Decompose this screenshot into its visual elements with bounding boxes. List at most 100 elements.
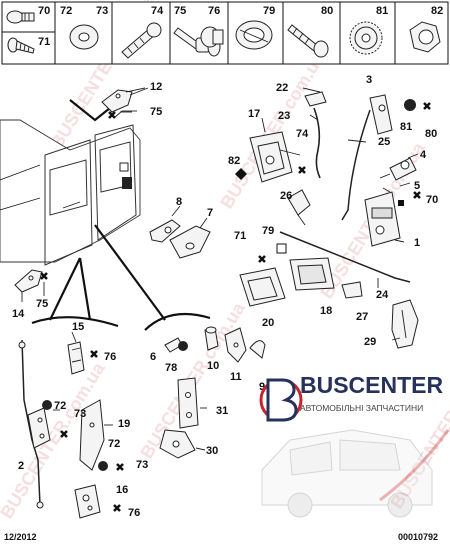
part-1-lock bbox=[364, 187, 401, 247]
part-27 bbox=[341, 281, 363, 299]
part-label: 75 bbox=[150, 106, 162, 118]
grommet-icon bbox=[235, 20, 273, 50]
part-label: 30 bbox=[206, 445, 218, 457]
part-label: 19 bbox=[118, 418, 130, 430]
part-19 bbox=[79, 399, 105, 471]
watermark-text: BUSCENTER.com.ua bbox=[216, 48, 329, 212]
part-label: 9 bbox=[259, 381, 265, 393]
part-11 bbox=[224, 327, 247, 363]
part-16 bbox=[74, 484, 101, 519]
part-label: 76 bbox=[128, 507, 140, 519]
part-labels: 12 75 14 75 8 7 15 76 6 78 10 11 9 72 73… bbox=[12, 74, 438, 519]
callout-arc bbox=[31, 316, 119, 328]
part-label: 3 bbox=[366, 74, 372, 86]
part-label: 15 bbox=[72, 321, 84, 333]
nut-icon bbox=[409, 21, 441, 53]
part-8 bbox=[149, 219, 181, 243]
part-label: 18 bbox=[320, 305, 332, 317]
part-label: 25 bbox=[378, 136, 390, 148]
screw-icon bbox=[7, 37, 35, 54]
lock-washer-icon bbox=[349, 21, 383, 55]
part-label: 72 bbox=[108, 438, 120, 450]
part-label: 1 bbox=[414, 237, 420, 249]
part-label: 76 bbox=[104, 351, 116, 363]
part-label: 73 bbox=[136, 459, 148, 471]
header-number: 71 bbox=[38, 36, 50, 48]
part-10 bbox=[204, 326, 219, 351]
leader-lines bbox=[43, 87, 419, 451]
header-number: 79 bbox=[263, 5, 275, 17]
part-label: 8 bbox=[176, 196, 182, 208]
part-label: 10 bbox=[207, 360, 219, 372]
part-label: 73 bbox=[74, 408, 86, 420]
part-label: 82 bbox=[228, 155, 240, 167]
part-24-rod bbox=[279, 231, 411, 283]
part-23 bbox=[313, 107, 321, 179]
part-label: 6 bbox=[150, 351, 156, 363]
part-7 bbox=[169, 225, 211, 259]
part-label: 71 bbox=[234, 230, 246, 242]
part-label: 12 bbox=[150, 81, 162, 93]
part-17 bbox=[249, 131, 301, 183]
part-label: 16 bbox=[116, 484, 128, 496]
part-label: 2 bbox=[18, 460, 24, 472]
part-9 bbox=[249, 340, 266, 359]
part-12 bbox=[101, 87, 149, 113]
part-label: 78 bbox=[165, 362, 177, 374]
header-number: 70 bbox=[38, 5, 50, 17]
footer-code: 00010792 bbox=[398, 532, 438, 542]
header-number: 75 bbox=[174, 5, 186, 17]
part-31 bbox=[177, 377, 199, 429]
part-30 bbox=[159, 429, 196, 459]
part-22 bbox=[304, 91, 327, 107]
part-label: 29 bbox=[364, 336, 376, 348]
part-29 bbox=[391, 299, 419, 349]
header-number: 82 bbox=[431, 5, 443, 17]
part-label: 79 bbox=[262, 225, 274, 237]
part-label: 81 bbox=[400, 121, 412, 133]
hardware-header: 70 71 72 73 74 75 76 79 80 81 82 bbox=[1, 1, 449, 65]
part-label: 5 bbox=[414, 180, 420, 192]
header-number: 80 bbox=[321, 5, 333, 17]
part-20 bbox=[239, 267, 286, 307]
part-label: 26 bbox=[280, 190, 292, 202]
part-3 bbox=[369, 94, 416, 135]
header-number: 72 bbox=[60, 5, 72, 17]
part-label: 4 bbox=[420, 149, 427, 161]
part-6 bbox=[164, 337, 188, 353]
part-label: 14 bbox=[12, 308, 25, 320]
brand-subtitle: АВТОМОБІЛЬНІ ЗАПЧАСТИНИ bbox=[300, 403, 423, 413]
part-label: 80 bbox=[425, 128, 437, 140]
part-label: 24 bbox=[376, 289, 389, 301]
part-18 bbox=[289, 257, 335, 291]
part-25-rod bbox=[341, 109, 371, 221]
part-label: 75 bbox=[36, 298, 48, 310]
part-26 bbox=[287, 189, 311, 226]
header-number: 73 bbox=[96, 5, 108, 17]
part-15 bbox=[67, 341, 85, 375]
brand-logo: BUSCENTER АВТОМОБІЛЬНІ ЗАПЧАСТИНИ bbox=[259, 372, 444, 422]
part-label: 20 bbox=[262, 317, 274, 329]
washer-icon bbox=[69, 24, 99, 50]
part-label: 22 bbox=[276, 82, 288, 94]
footer-date: 12/2012 bbox=[4, 532, 37, 542]
header-number: 81 bbox=[376, 5, 388, 17]
countersunk-screw-icon bbox=[287, 24, 329, 58]
part-label: 11 bbox=[230, 371, 242, 383]
part-label: 72 bbox=[54, 400, 66, 412]
brand-name: BUSCENTER bbox=[300, 372, 444, 398]
part-label: 74 bbox=[296, 128, 309, 140]
part-14 bbox=[14, 269, 43, 302]
van-silhouette bbox=[261, 429, 450, 518]
callout-arc bbox=[144, 312, 211, 331]
fastener-markers bbox=[40, 102, 431, 512]
part-4 bbox=[379, 157, 417, 181]
part-label: 23 bbox=[278, 110, 290, 122]
part-label: 70 bbox=[426, 194, 438, 206]
bolt-washer-icon bbox=[6, 10, 35, 24]
flange-bolt-icon bbox=[200, 26, 224, 48]
part-label: 27 bbox=[356, 311, 368, 323]
screw-icon bbox=[121, 22, 162, 59]
